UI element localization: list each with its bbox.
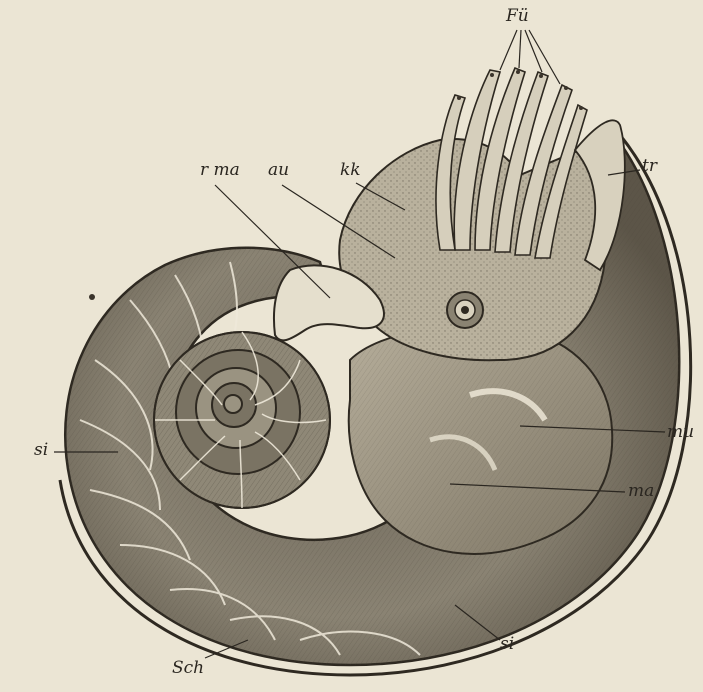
label-fu: Fü xyxy=(506,8,529,25)
label-au: au xyxy=(268,162,289,179)
label-ma: ma xyxy=(628,483,654,500)
label-kk: kk xyxy=(340,162,361,179)
label-sch: Sch xyxy=(172,660,204,677)
label-r-ma: r ma xyxy=(200,162,240,179)
label-si-bottom: si xyxy=(500,636,514,653)
label-mu: mu xyxy=(667,424,694,441)
eye xyxy=(447,292,483,328)
label-tr: tr xyxy=(642,158,657,175)
label-si-left: si xyxy=(34,442,48,459)
